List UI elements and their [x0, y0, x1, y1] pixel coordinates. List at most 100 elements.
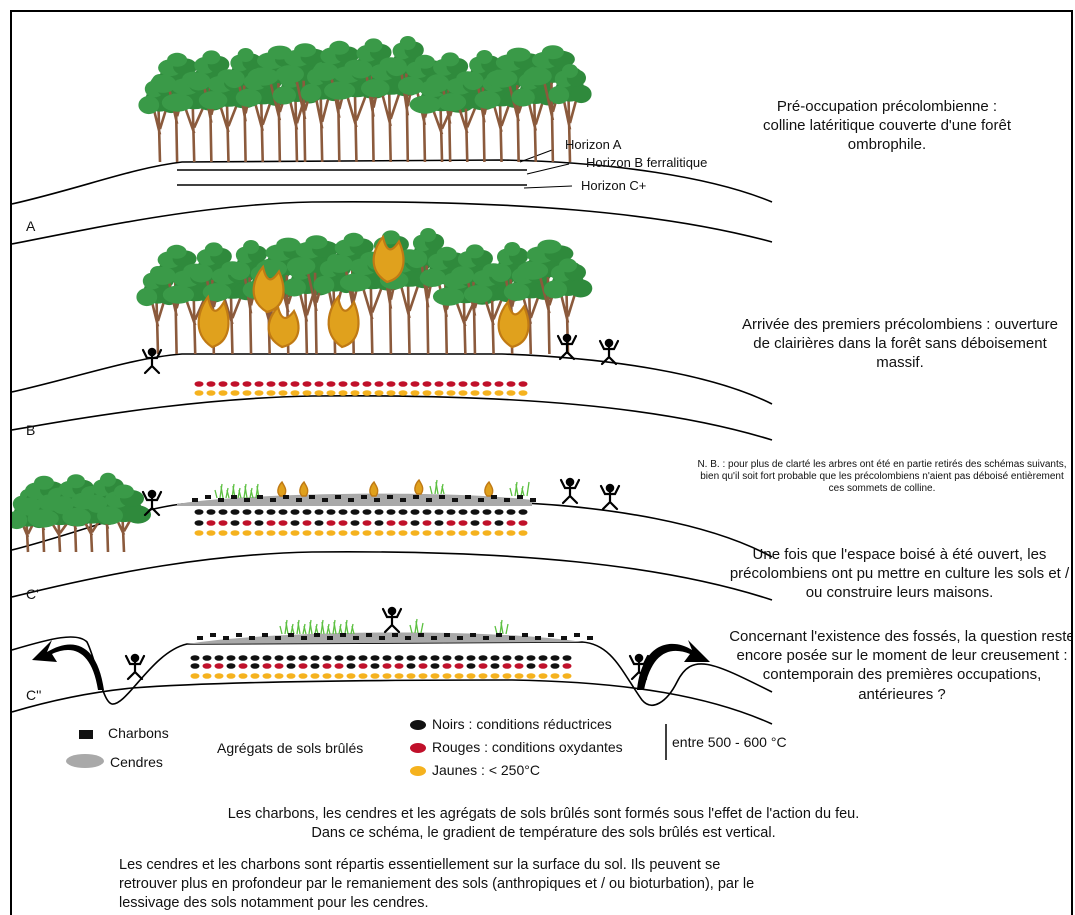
person — [141, 489, 163, 517]
charcoal — [327, 636, 333, 640]
aggregate — [470, 390, 480, 396]
charcoal — [426, 498, 432, 502]
grass-blade — [303, 625, 307, 635]
aggregate — [254, 530, 264, 536]
horizon-c-label: Horizon C+ — [581, 178, 647, 193]
aggregate — [254, 390, 264, 396]
aggregate — [274, 663, 284, 669]
aggregate — [458, 530, 468, 536]
aggregate — [482, 390, 492, 396]
aggregate — [230, 530, 240, 536]
aggregate — [230, 381, 240, 387]
aggregate — [326, 509, 336, 515]
aggregate — [550, 673, 560, 679]
aggregate — [206, 509, 216, 515]
aggregate — [550, 663, 560, 669]
charcoal — [301, 636, 307, 640]
charcoal — [231, 495, 237, 499]
aggregate — [346, 673, 356, 679]
legend-rouges: Rouges : conditions oxydantes — [432, 739, 623, 755]
aggregate — [194, 520, 204, 526]
aggregate — [242, 530, 252, 536]
aggregate — [314, 530, 324, 536]
charcoal — [210, 633, 216, 637]
diagram-frame: Horizon A Horizon B ferralitique Horizon… — [10, 10, 1073, 915]
aggregate — [494, 520, 504, 526]
grass-blade — [420, 622, 424, 634]
note-nb: N. B. : pour plus de clarté les arbres o… — [697, 459, 1067, 494]
aggregate — [266, 381, 276, 387]
aggregate — [206, 390, 216, 396]
aggregate — [290, 520, 300, 526]
grass-blade — [321, 621, 325, 635]
aggregate — [290, 390, 300, 396]
aggregate — [386, 390, 396, 396]
aggregate — [226, 663, 236, 669]
note-p2a: Les cendres et les charbons sont réparti… — [119, 857, 721, 873]
aggregate — [230, 509, 240, 515]
aggregate — [410, 381, 420, 387]
aggregate — [434, 509, 444, 515]
aggregate — [466, 663, 476, 669]
charcoal — [322, 498, 328, 502]
aggregate — [310, 655, 320, 661]
aggregate — [194, 390, 204, 396]
aggregate — [302, 381, 312, 387]
aggregates-panel-c2 — [190, 633, 593, 679]
horizon-b-label: Horizon B ferralitique — [586, 155, 708, 170]
aggregate — [422, 509, 432, 515]
aggregate — [206, 530, 216, 536]
caption-c1: Une fois que l'espace boisé à été ouvert… — [729, 546, 1070, 602]
aggregate — [494, 530, 504, 536]
aggregate — [382, 663, 392, 669]
aggregate — [514, 663, 524, 669]
charcoal — [275, 636, 281, 640]
grass-blade — [429, 485, 433, 495]
charcoal — [444, 633, 450, 637]
aggregate — [470, 381, 480, 387]
charcoal — [192, 498, 198, 502]
aggregate — [314, 381, 324, 387]
small-fire — [414, 478, 424, 495]
aggregate — [266, 520, 276, 526]
aggregate — [410, 530, 420, 536]
grass-blade — [220, 485, 224, 499]
aggregate — [518, 390, 528, 396]
person — [599, 483, 621, 511]
charcoal — [574, 633, 580, 637]
grass-blade — [214, 489, 218, 499]
person — [124, 653, 146, 681]
grass-blade — [333, 621, 337, 635]
charcoal — [296, 498, 302, 502]
aggregate — [262, 663, 272, 669]
aggregate — [374, 530, 384, 536]
aggregate — [518, 509, 528, 515]
aggregate — [250, 673, 260, 679]
note-p2b: retrouver plus en profondeur par le rema… — [119, 876, 755, 892]
aggregate — [478, 673, 488, 679]
aggregate — [494, 509, 504, 515]
aggregate — [254, 381, 264, 387]
aggregate — [506, 530, 516, 536]
aggregates-panel-b — [194, 381, 528, 396]
aggregate — [506, 509, 516, 515]
person — [381, 606, 403, 634]
aggregate — [442, 655, 452, 661]
aggregate — [326, 530, 336, 536]
charcoal — [309, 495, 315, 499]
aggregate — [502, 673, 512, 679]
aggregate — [202, 663, 212, 669]
aggregate — [358, 663, 368, 669]
aggregate — [302, 520, 312, 526]
aggregate — [562, 663, 572, 669]
aggregate — [442, 663, 452, 669]
aggregate — [430, 655, 440, 661]
section-c2-label: C'' — [26, 687, 42, 703]
aggregate — [434, 381, 444, 387]
aggregate — [190, 663, 200, 669]
aggregate — [286, 673, 296, 679]
aggregate — [538, 655, 548, 661]
aggregate — [266, 509, 276, 515]
aggregate — [286, 663, 296, 669]
aggregate — [350, 520, 360, 526]
